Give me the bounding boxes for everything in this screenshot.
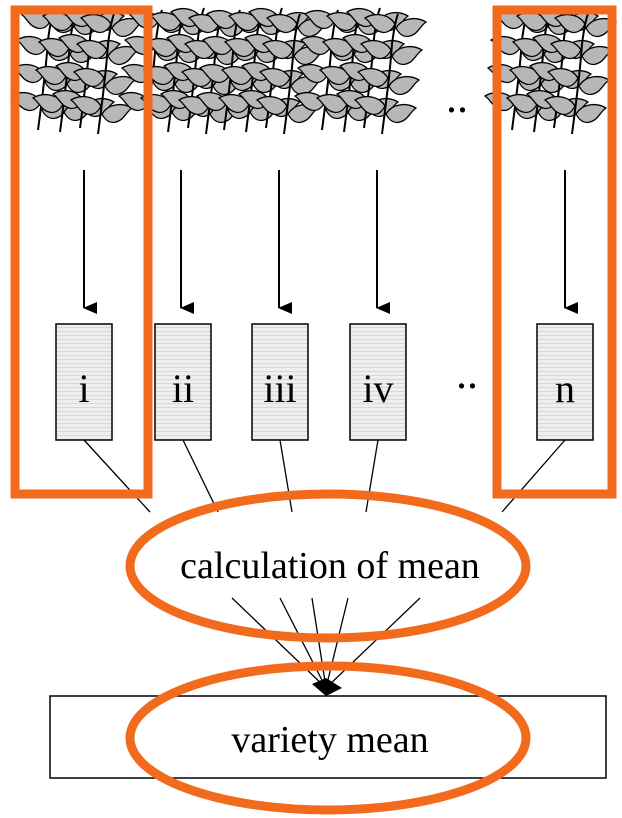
sample-label: iv bbox=[362, 366, 393, 411]
boxes-ellipsis: .. bbox=[456, 349, 478, 398]
highlight-frame-last bbox=[492, 5, 617, 499]
mean-connectors bbox=[231, 597, 421, 689]
box-connectors bbox=[83, 439, 566, 513]
sample-label: iii bbox=[263, 366, 296, 411]
highlight-oval-result bbox=[125, 661, 531, 815]
highlights bbox=[10, 5, 617, 815]
plant-icon bbox=[485, 8, 616, 134]
plant-icon bbox=[11, 8, 142, 134]
plants-ellipsis: .. bbox=[446, 73, 468, 122]
variety-mean-label: variety mean bbox=[231, 719, 428, 761]
sample-label: ii bbox=[172, 366, 194, 411]
highlight-frame-first bbox=[10, 5, 153, 499]
highlight-oval-calculation bbox=[125, 489, 531, 643]
sample-box-i: i bbox=[55, 323, 113, 441]
sample-box-n: n bbox=[536, 323, 594, 441]
arrows bbox=[83, 170, 578, 314]
sample-box-iii: iii bbox=[251, 323, 309, 441]
sample-label: i bbox=[78, 366, 89, 411]
convergence-point bbox=[312, 678, 342, 696]
sample-label: n bbox=[555, 366, 575, 411]
sample-box-iv: iv bbox=[349, 323, 407, 441]
sample-box-ii: ii bbox=[154, 323, 212, 441]
calculation-label: calculation of mean bbox=[180, 545, 480, 587]
